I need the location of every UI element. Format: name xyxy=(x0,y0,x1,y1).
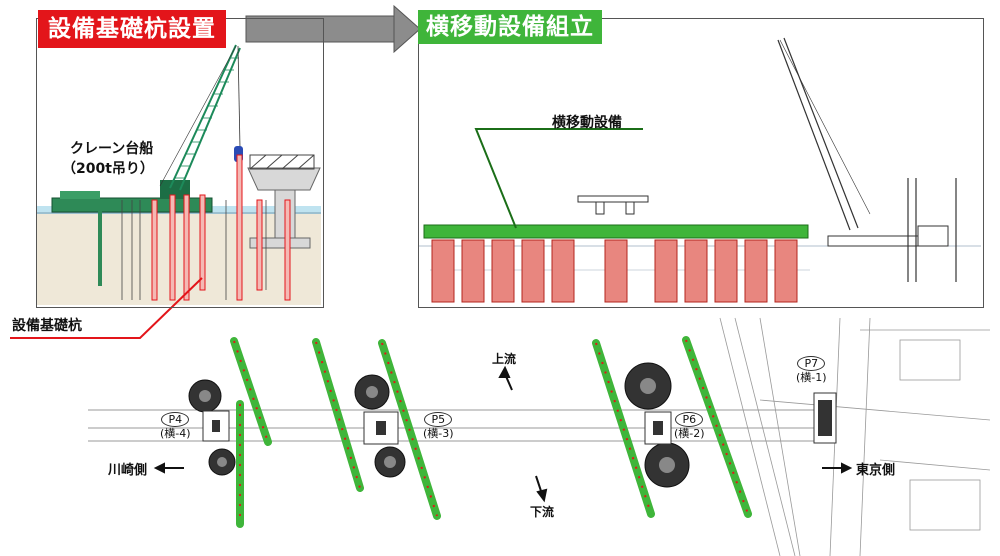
pier-p6-sub: (横-2) xyxy=(674,427,705,440)
pier-p5-id: P5 xyxy=(424,412,453,427)
crane-barge-label: クレーン台船 xyxy=(70,141,154,157)
pier-p4-label: P4 (横-4) xyxy=(160,412,191,440)
process-arrow xyxy=(245,4,421,54)
left-panel-title: 設備基礎杭設置 xyxy=(38,10,226,48)
right-panel-title: 横移動設備組立 xyxy=(418,10,602,44)
pier-p7-sub: (横-1) xyxy=(796,371,827,384)
foundation-piles-left xyxy=(151,154,291,301)
foundation-pile-leader xyxy=(10,277,203,339)
plan-view xyxy=(88,317,991,556)
pier-p7-id: P7 xyxy=(797,356,826,371)
tokyo-side-label: 東京側 xyxy=(856,463,896,478)
pier-p6-label: P6 (横-2) xyxy=(674,412,705,440)
pier-p5-label: P5 (横-3) xyxy=(423,412,454,440)
pier-p5-sub: (横-3) xyxy=(423,427,454,440)
right-panel-drawing xyxy=(419,37,981,303)
equipment-leader xyxy=(474,128,643,229)
barge-spud xyxy=(98,206,102,286)
lateral-equipment-label: 横移動設備 xyxy=(552,115,622,131)
pier-p7-label: P7 (横-1) xyxy=(796,356,827,384)
right-panel xyxy=(418,18,984,308)
upstream-label: 上流 xyxy=(492,352,517,366)
pier-p6-id: P6 xyxy=(675,412,704,427)
plan-tires xyxy=(188,362,690,488)
equipment-supports xyxy=(431,239,798,303)
bridge-section xyxy=(577,195,649,215)
crane-capacity-label: （200t吊り） xyxy=(62,161,154,177)
lateral-equipment-beam xyxy=(423,224,809,239)
pier-p4-sub: (横-4) xyxy=(160,427,191,440)
downstream-label: 下流 xyxy=(530,505,555,519)
kawasaki-side-label: 川崎側 xyxy=(108,463,148,478)
left-panel-drawing xyxy=(37,44,321,305)
foundation-pile-label: 設備基礎杭 xyxy=(12,318,82,334)
pier-p4-id: P4 xyxy=(161,412,190,427)
